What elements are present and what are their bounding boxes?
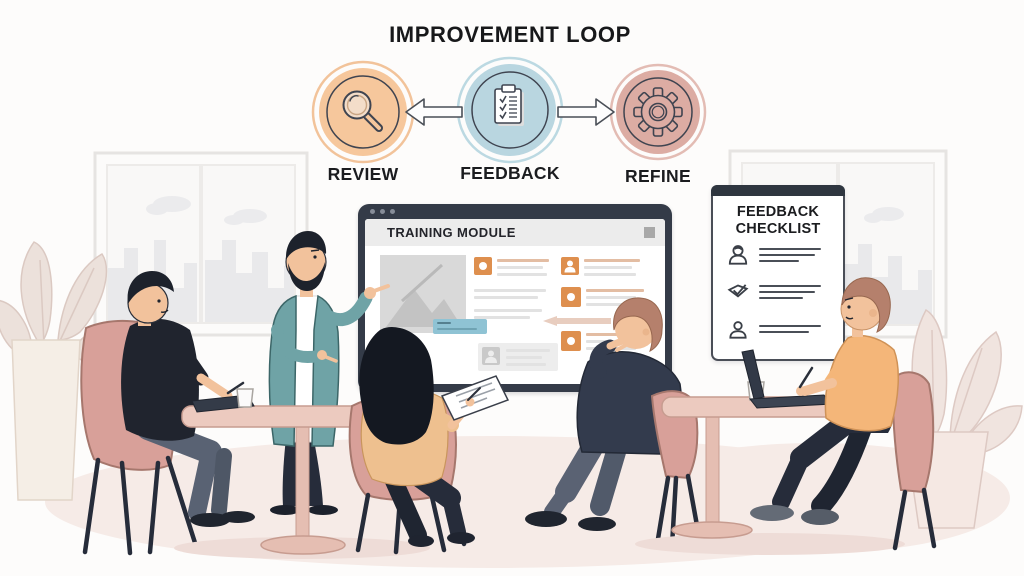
clipboard-checklist-icon [494,84,524,126]
content-row [474,257,549,280]
chair [80,320,177,471]
plant-pot [11,339,81,501]
gear-icon [633,87,683,137]
text-block [474,309,542,323]
hair [841,277,891,333]
refine-node [609,63,707,161]
card-top-bar [711,185,845,196]
plant-left [0,241,131,501]
table-left [174,388,433,559]
feedback-label: FEEDBACK [460,163,560,183]
user-avatar-icon [482,347,500,365]
feedback-checklist-card: FEEDBACK CHECKLIST [711,185,845,361]
arrow-right-icon [557,98,615,126]
user-icon [728,245,748,265]
training-module-screen: TRAINING MODULE [358,204,672,392]
city-silhouette [108,240,197,322]
tablet-on-table [191,394,255,413]
text-block [474,289,546,303]
screen-header: TRAINING MODULE [365,219,665,246]
checklist-item-lines [759,321,821,337]
review-label: REVIEW [327,164,399,184]
chair-legs [654,473,703,549]
chair-legs [892,487,937,551]
table-right [635,349,905,555]
screen-title: TRAINING MODULE [387,225,516,240]
callout-arrow-icon [543,316,611,326]
check-icon [727,284,749,298]
chair [891,371,935,494]
floor-shadow [45,436,1010,568]
window-left [93,151,309,337]
person-seated-left-notes [80,271,255,556]
orange-tile-icon [474,257,492,275]
content-row [561,257,640,280]
hair [127,271,174,304]
illustration-title: IMPROVEMENT LOOP [389,22,631,47]
chair [348,393,457,501]
coffee-cup [747,381,765,401]
checklist-item-lines [759,281,821,303]
checklist-item [726,317,821,341]
chair-legs [82,455,199,556]
user-circle-icon [729,321,747,339]
orange-tile-icon [561,287,581,307]
chair [650,390,699,480]
plant-right [886,308,1023,529]
content-row [561,331,640,354]
arrow-left-icon [405,98,463,126]
content-row [561,287,644,310]
plant-pot [904,431,989,529]
chair-legs [355,486,467,555]
checklist-item [726,243,821,267]
checklist-item [726,280,821,304]
screen-panel: TRAINING MODULE [365,219,665,384]
highlight-blue-box [433,319,487,334]
orange-user-icon [561,257,579,275]
hair [285,231,327,260]
magnifier-icon [342,90,383,132]
coffee-cup [236,388,254,408]
beard [288,262,325,291]
checklist-item-lines [759,244,821,266]
orange-tile-icon [561,331,581,351]
window-dots-icon [370,209,395,214]
feedback-node [456,56,564,164]
menu-square-icon [644,227,655,238]
checklist-title: FEEDBACK CHECKLIST [735,204,821,238]
refine-label: REFINE [625,166,691,186]
user-card-placeholder [478,343,558,371]
review-node [311,60,415,164]
